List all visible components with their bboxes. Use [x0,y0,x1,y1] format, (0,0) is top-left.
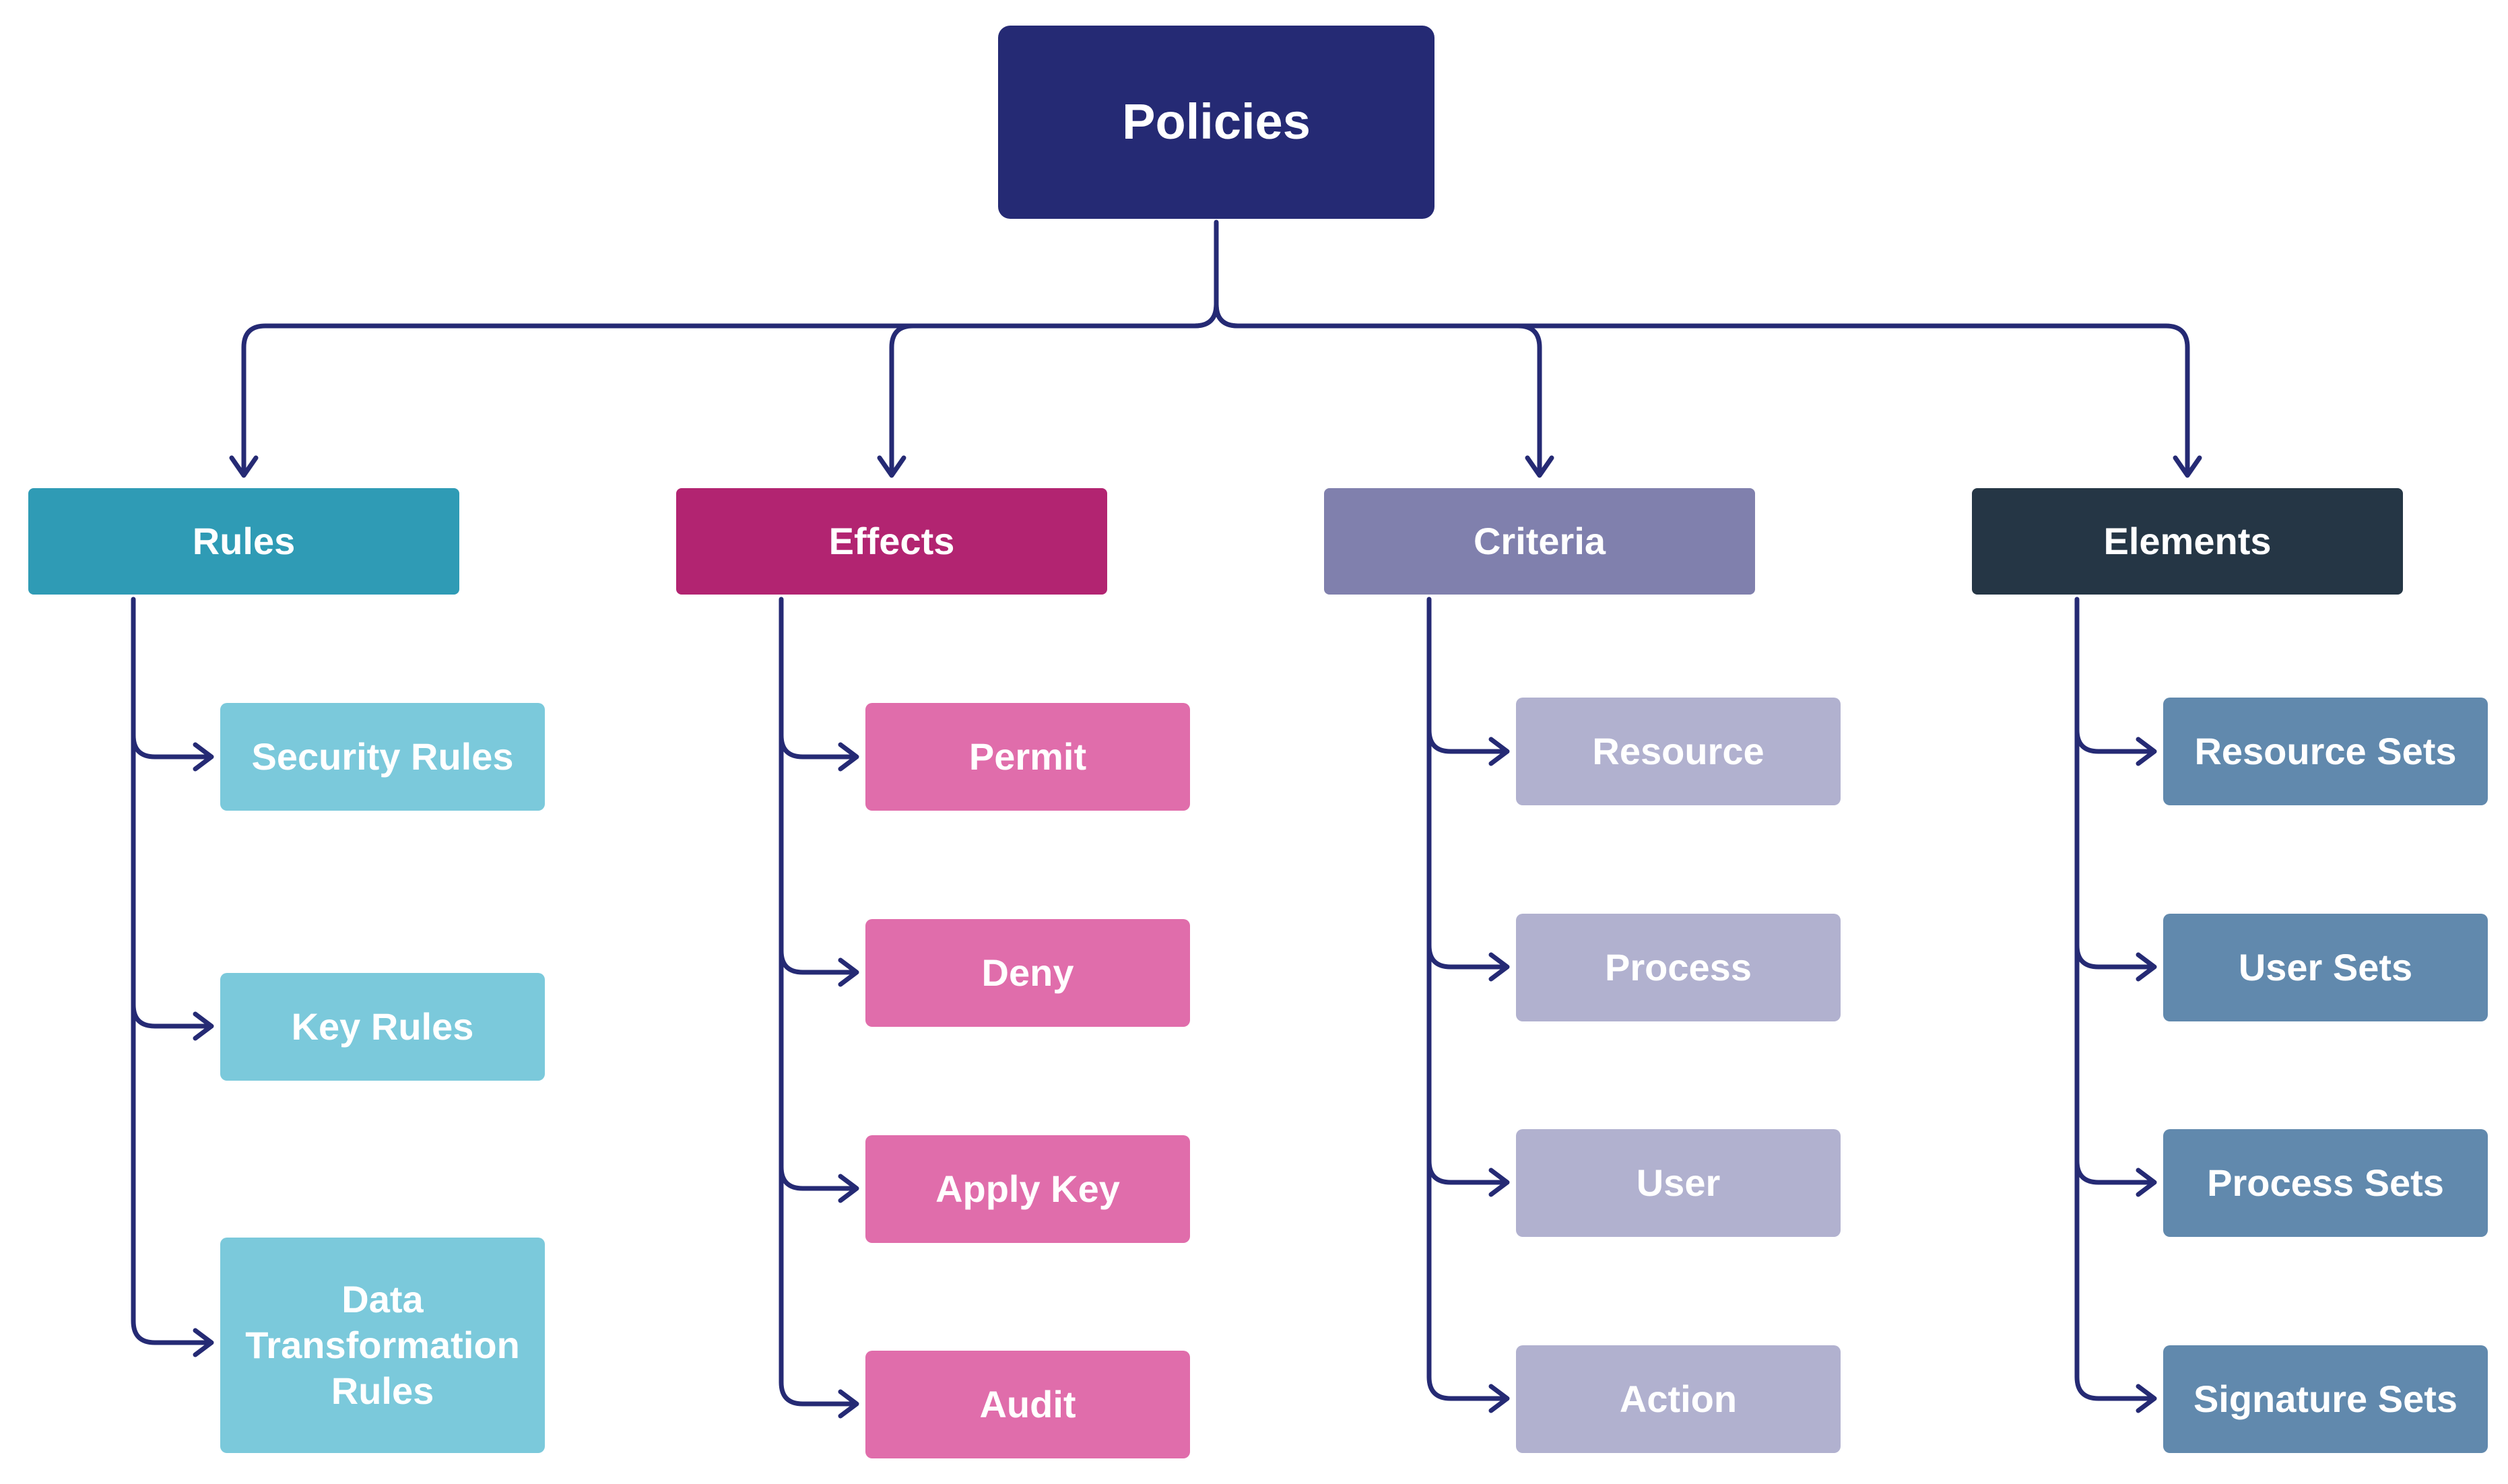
arrowhead-process [1488,952,1510,982]
arrowhead-resource [1488,737,1510,766]
connector-elements-process-sets [2074,1158,2156,1185]
connector-elements-spine [2074,597,2156,1401]
elements-child-signature-sets: Signature Sets [2163,1345,2488,1453]
elements-child-user-sets: User Sets [2163,914,2488,1021]
arrowhead-security-rules [193,742,214,772]
connector-elements-user-sets [2074,943,2156,970]
arrowhead-apply-key [838,1174,859,1203]
arrowhead-key-rules [193,1011,214,1041]
arrowhead-permit [838,742,859,772]
criteria-child-resource: Resource [1516,698,1841,805]
arrowhead-data-transformation-rules [193,1328,214,1357]
effects-child-deny: Deny [865,919,1190,1027]
rules-child-security-rules: Security Rules [220,703,545,811]
connector-criteria-user [1426,1158,1509,1185]
criteria-child-process: Process [1516,914,1841,1021]
connector-criteria-process [1426,943,1509,970]
connector-root-to-elements [1214,302,2190,474]
category-effects: Effects [676,488,1107,595]
arrowhead-signature-sets [2136,1384,2157,1413]
arrowhead-criteria [1525,455,1554,478]
arrowhead-user [1488,1168,1510,1197]
connector-criteria-resource [1426,727,1509,754]
connector-rules-key [131,1002,213,1029]
category-criteria: Criteria [1324,488,1755,595]
rules-child-key-rules: Key Rules [220,973,545,1081]
arrowhead-deny [838,957,859,987]
effects-child-audit: Audit [865,1351,1190,1458]
criteria-child-user: User [1516,1129,1841,1237]
connector-effects-deny [779,948,858,975]
connector-effects-permit [779,733,858,760]
rules-child-data-transformation-rules: Data Transformation Rules [220,1238,545,1453]
category-rules: Rules [28,488,459,595]
arrowhead-user-sets [2136,952,2157,982]
arrowhead-effects [877,455,906,478]
root-node-policies: Policies [998,26,1434,219]
connector-effects-spine [779,597,858,1407]
arrowhead-audit [838,1389,859,1419]
elements-child-process-sets: Process Sets [2163,1129,2488,1237]
arrowhead-resource-sets [2136,737,2157,766]
connector-elements-resource-sets [2074,727,2156,754]
arrowhead-rules [229,455,259,478]
arrowhead-action [1488,1384,1510,1413]
connector-rules-security [131,733,213,760]
connector-rules-spine [131,597,213,1345]
connector-root-trunk [241,220,1219,474]
arrowhead-process-sets [2136,1168,2157,1197]
criteria-child-action: Action [1516,1345,1841,1453]
effects-child-apply-key: Apply Key [865,1135,1190,1243]
connector-root-to-effects [889,302,1219,474]
effects-child-permit: Permit [865,703,1190,811]
category-elements: Elements [1972,488,2403,595]
connector-effects-apply-key [779,1164,858,1191]
connector-criteria-spine [1426,597,1509,1401]
elements-child-resource-sets: Resource Sets [2163,698,2488,805]
arrowhead-elements [2173,455,2202,478]
connector-root-to-criteria [1214,302,1542,474]
